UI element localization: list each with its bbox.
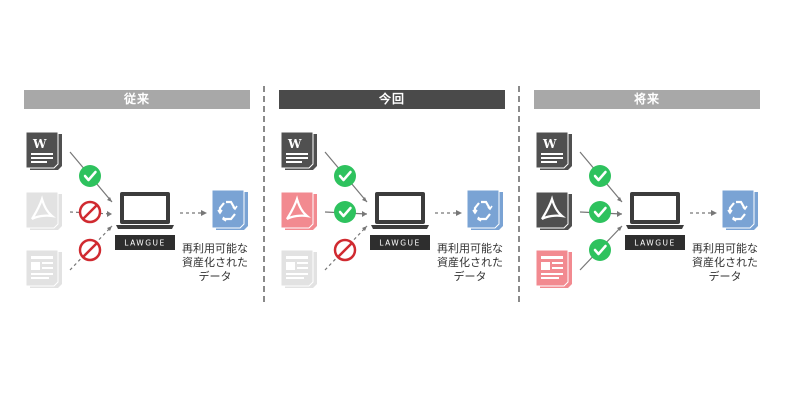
lawgue-logo-text: LAWGUE	[379, 239, 421, 248]
word-document-icon: W	[535, 131, 572, 170]
output-caption: 再利用可能な 資産化された データ	[692, 242, 758, 283]
output-caption: 再利用可能な 資産化された データ	[437, 242, 503, 283]
lawgue-logo	[625, 235, 685, 250]
laptop-icon	[116, 192, 174, 229]
prohibited-icon	[333, 238, 357, 262]
output-caption: 再利用可能な 資産化された データ	[182, 242, 248, 283]
pdf-document-icon	[25, 191, 62, 230]
check-icon	[334, 201, 356, 223]
laptop-icon	[626, 192, 684, 229]
panel-header: 将来	[534, 90, 760, 109]
panel-header: 従来	[24, 90, 250, 109]
panel-future: 将来 W	[534, 90, 760, 305]
recycle-document-icon	[466, 189, 503, 230]
check-icon	[589, 239, 611, 261]
panel-diagram: W	[535, 131, 758, 288]
recycle-document-icon	[721, 189, 758, 230]
panel-conventional: 従来 W	[24, 90, 250, 305]
scanned-document-icon	[535, 249, 572, 288]
lawgue-logo	[370, 235, 430, 250]
svg-text:W: W	[542, 137, 557, 151]
scanned-document-icon	[280, 249, 317, 288]
prohibited-icon	[78, 238, 102, 262]
panel-diagram: W	[280, 131, 503, 288]
word-document-icon: W	[25, 131, 62, 170]
word-document-icon: W	[280, 131, 317, 170]
check-icon	[79, 165, 101, 187]
scanned-document-icon	[25, 249, 62, 288]
prohibited-icon	[78, 200, 102, 224]
lawgue-logo	[115, 235, 175, 250]
check-icon	[334, 165, 356, 187]
recycle-document-icon	[211, 189, 248, 230]
check-icon	[589, 165, 611, 187]
panel-diagram: W	[25, 131, 248, 288]
lawgue-logo-text: LAWGUE	[124, 239, 166, 248]
panel-current: 今回 W	[279, 90, 505, 305]
panel-divider	[263, 86, 265, 302]
lawgue-logo-text: LAWGUE	[634, 239, 676, 248]
svg-text:W: W	[287, 137, 302, 151]
laptop-icon	[371, 192, 429, 229]
panel-header: 今回	[279, 90, 505, 109]
check-icon	[589, 201, 611, 223]
pdf-document-icon	[280, 191, 317, 230]
panel-divider	[518, 86, 520, 302]
pdf-document-icon	[535, 191, 572, 230]
svg-text:W: W	[32, 137, 47, 151]
